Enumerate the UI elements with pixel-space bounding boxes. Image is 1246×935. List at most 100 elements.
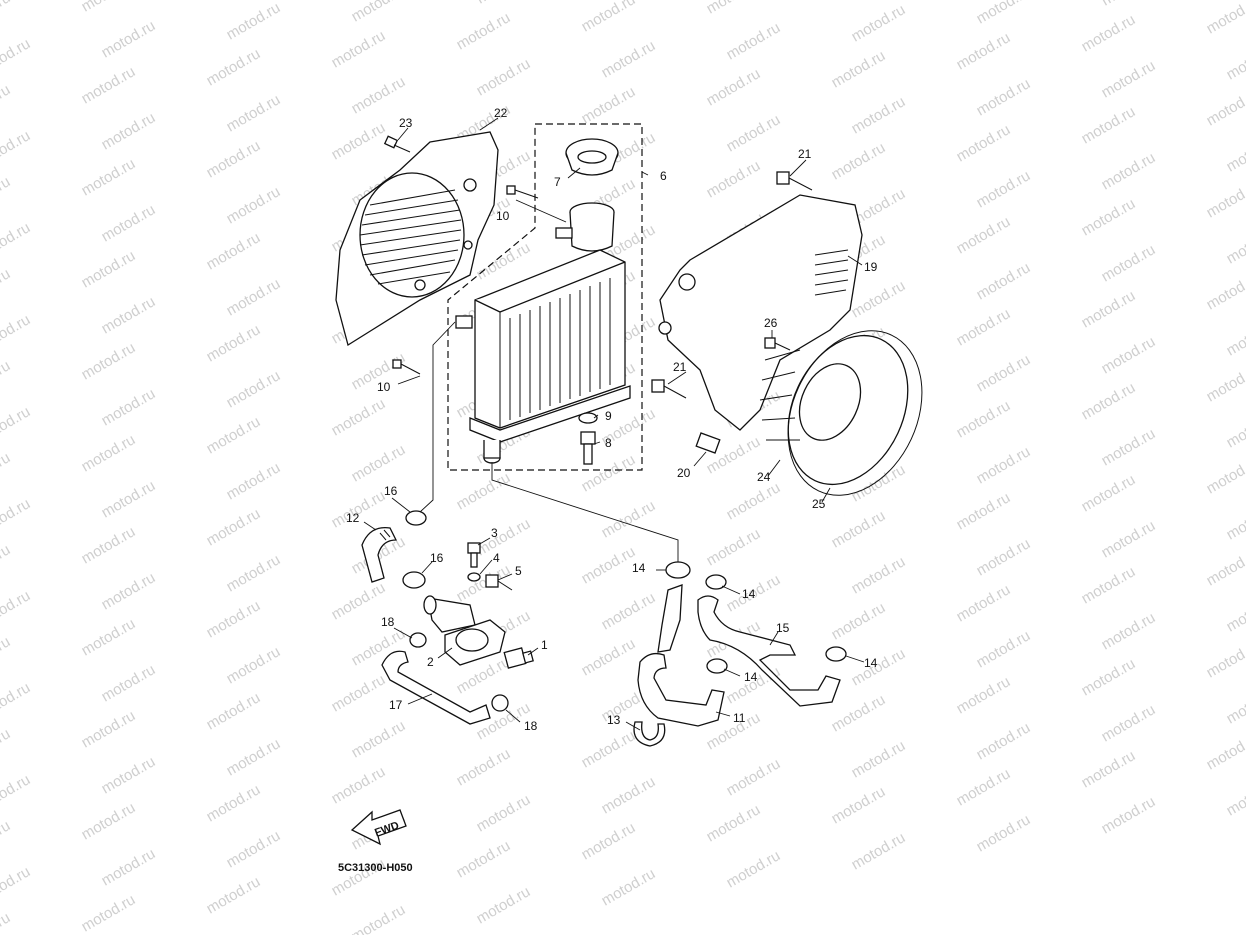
watermark-text: motod.ru — [204, 873, 264, 917]
watermark-text: motod.ru — [99, 201, 159, 245]
watermark-text: motod.ru — [954, 121, 1014, 165]
watermark-text: motod.ru — [329, 395, 389, 439]
watermark-text: motod.ru — [954, 213, 1014, 257]
watermark-text: motod.ru — [0, 265, 13, 309]
watermark-text: motod.ru — [99, 569, 159, 613]
bolt-10-upper — [506, 185, 539, 199]
callout-9: 9 — [605, 409, 612, 423]
watermark-text: motod.ru — [974, 0, 1034, 27]
watermark-text: motod.ru — [954, 673, 1014, 717]
callout-22: 22 — [494, 106, 508, 120]
hose-12 — [361, 526, 398, 583]
leader-lines — [363, 117, 865, 731]
watermark-text: motod.ru — [974, 443, 1034, 487]
watermark-text: motod.ru — [954, 581, 1014, 625]
watermark-text: motod.ru — [1079, 747, 1139, 791]
watermark-text: motod.ru — [1099, 333, 1159, 377]
route-lines — [419, 321, 679, 562]
watermark-text: motod.ru — [1079, 195, 1139, 239]
watermark-text: motod.ru — [1204, 729, 1246, 773]
watermark-text: motod.ru — [1079, 563, 1139, 607]
callout-25: 25 — [812, 497, 826, 511]
bolt-5 — [485, 574, 513, 591]
watermark-text: motod.ru — [849, 645, 909, 689]
watermark-text: motod.ru — [1224, 39, 1246, 83]
watermark-text: motod.ru — [1204, 361, 1246, 405]
callout-19: 19 — [864, 260, 878, 274]
watermark-text: motod.ru — [204, 505, 264, 549]
callout-6: 6 — [660, 169, 667, 183]
watermark-text: motod.ru — [1099, 609, 1159, 653]
watermark-text: motod.ru — [1099, 793, 1159, 837]
watermark-text: motod.ru — [1224, 683, 1246, 727]
watermark-text: motod.ru — [1204, 177, 1246, 221]
watermark-text: motod.ru — [99, 477, 159, 521]
callout-20: 20 — [677, 466, 691, 480]
watermark-text: motod.ru — [1204, 637, 1246, 681]
watermark-text: motod.ru — [79, 523, 139, 567]
watermark-text: motod.ru — [454, 745, 514, 789]
watermark-text: motod.ru — [0, 403, 33, 447]
watermark-text: motod.ru — [0, 357, 13, 401]
callout-14c: 14 — [744, 670, 758, 684]
watermark-text: motod.ru — [329, 119, 389, 163]
watermark-text: motod.ru — [204, 689, 264, 733]
watermark-text: motod.ru — [1099, 241, 1159, 285]
watermark-text: motod.ru — [1224, 407, 1246, 451]
damper — [695, 432, 721, 454]
callout-23: 23 — [399, 116, 413, 130]
watermark-text: motod.ru — [974, 167, 1034, 211]
watermark-text: motod.ru — [704, 65, 764, 109]
watermark-text: motod.ru — [1224, 131, 1246, 175]
watermark-text: motod.ru — [79, 339, 139, 383]
watermark-text: motod.ru — [474, 515, 534, 559]
watermark-text: motod.ru — [829, 599, 889, 643]
callout-13: 13 — [607, 713, 621, 727]
watermark-text: motod.ru — [0, 541, 13, 585]
watermark-text: motod.ru — [849, 1, 909, 45]
watermark-text: motod.ru — [1204, 545, 1246, 589]
watermark-text: motod.ru — [474, 239, 534, 283]
watermark-text: motod.ru — [1224, 223, 1246, 267]
callout-24: 24 — [757, 470, 771, 484]
watermark-text: motod.ru — [0, 449, 13, 493]
bolt-21-lower — [651, 379, 687, 399]
watermark-text: motod.ru — [0, 817, 13, 861]
watermark-text: motod.ru — [224, 367, 284, 411]
watermark-text: motod.ru — [599, 497, 659, 541]
watermark-text: motod.ru — [204, 321, 264, 365]
watermark-text: motod.ru — [99, 109, 159, 153]
callout-16a: 16 — [384, 484, 398, 498]
watermark-text: motod.ru — [829, 691, 889, 735]
filler-neck — [555, 202, 615, 252]
watermark-text: motod.ru — [1099, 517, 1159, 561]
callout-14a: 14 — [632, 561, 646, 575]
watermark-text: motod.ru — [0, 173, 13, 217]
watermark-text: motod.ru — [224, 0, 284, 43]
watermark-text: motod.ru — [954, 29, 1014, 73]
watermark-text: motod.ru — [599, 37, 659, 81]
watermark-text: motod.ru — [349, 901, 409, 935]
watermark-text: motod.ru — [79, 0, 139, 15]
callout-11: 11 — [733, 711, 746, 725]
watermark-text: motod.ru — [0, 81, 13, 125]
callout-5: 5 — [515, 564, 522, 578]
watermark-text: motod.ru — [599, 865, 659, 909]
bolt-23 — [383, 135, 411, 153]
watermark-text: motod.ru — [849, 277, 909, 321]
bolt-21-upper — [776, 171, 813, 191]
watermark-text: motod.ru — [0, 35, 33, 79]
watermark-text: motod.ru — [724, 479, 784, 523]
clamp-13 — [633, 721, 666, 747]
watermark-text: motod.ru — [79, 63, 139, 107]
watermark-text: motod.ru — [349, 717, 409, 761]
watermark-text: motod.ru — [849, 737, 909, 781]
watermark-text: motod.ru — [1079, 287, 1139, 331]
watermark-text: motod.ru — [579, 727, 639, 771]
watermark-text: motod.ru — [724, 111, 784, 155]
callout-10b: 10 — [377, 380, 391, 394]
watermark-text: motod.ru — [1099, 425, 1159, 469]
watermark-text: motod.ru — [704, 157, 764, 201]
watermark-text: motod.ru — [829, 47, 889, 91]
callout-26: 26 — [764, 316, 778, 330]
